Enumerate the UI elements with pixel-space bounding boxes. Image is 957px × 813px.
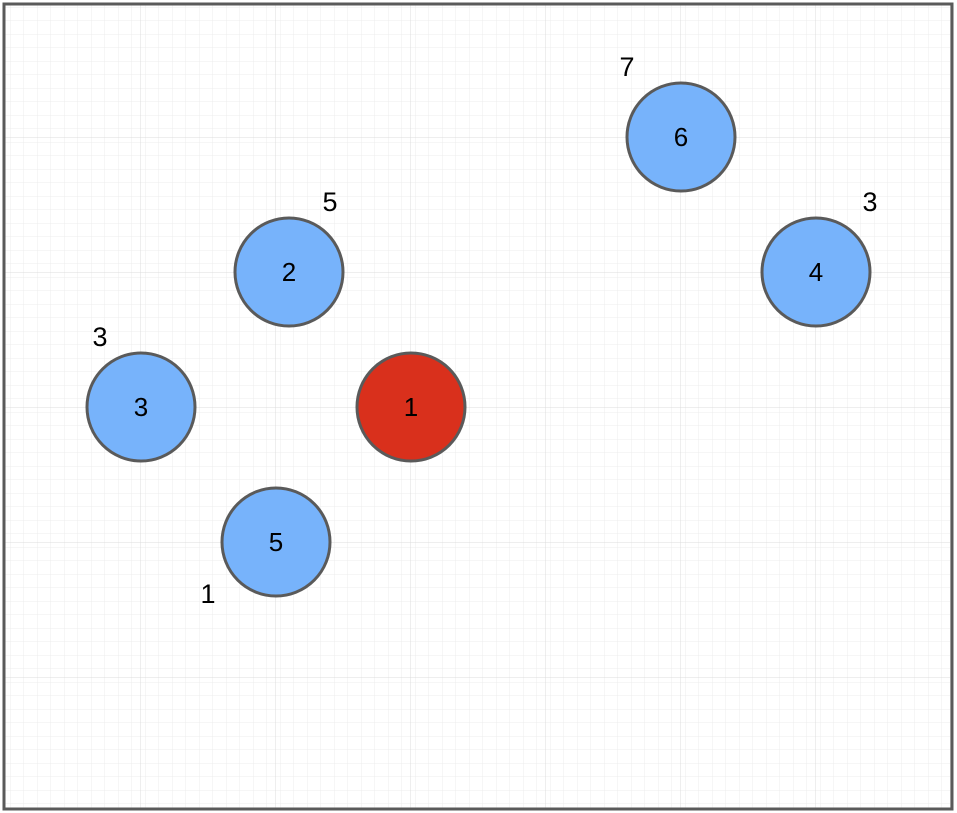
node-2-circle (233, 216, 345, 328)
node-1-circle (355, 351, 467, 463)
node-6-weight: 7 (619, 52, 634, 82)
node-4[interactable]: 4 3 (760, 187, 878, 328)
node-4-label: 4 (809, 257, 823, 287)
node-6-label: 6 (674, 122, 688, 152)
node-4-weight: 3 (862, 187, 877, 217)
node-3-label: 3 (134, 392, 148, 422)
node-4-circle (760, 216, 872, 328)
node-6[interactable]: 6 7 (619, 52, 737, 193)
node-5[interactable]: 5 1 (200, 486, 332, 609)
node-3-weight: 3 (92, 322, 107, 352)
node-5-circle (220, 486, 332, 598)
node-3-circle (85, 351, 197, 463)
node-1-label: 1 (404, 392, 418, 422)
node-5-weight: 1 (200, 579, 215, 609)
node-1[interactable]: 1 (355, 351, 467, 463)
node-6-circle (625, 81, 737, 193)
node-5-label: 5 (269, 527, 283, 557)
node-2-label: 2 (282, 257, 296, 287)
node-2-weight: 5 (322, 187, 337, 217)
node-3[interactable]: 3 3 (85, 322, 197, 463)
node-2[interactable]: 2 5 (233, 187, 345, 328)
